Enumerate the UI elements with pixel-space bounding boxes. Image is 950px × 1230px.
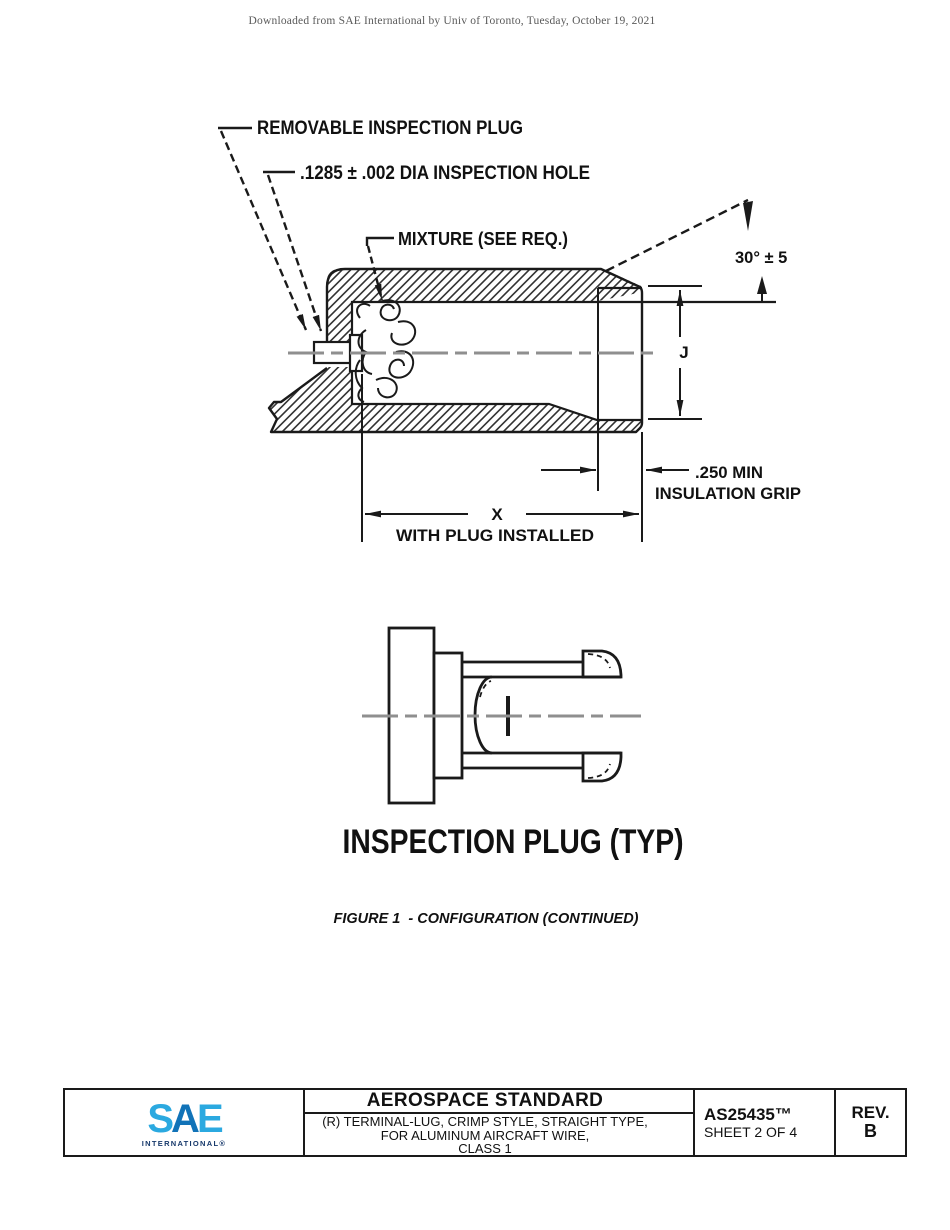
- dim-x-text: X: [491, 505, 503, 524]
- standard-title-cell: AEROSPACE STANDARD (R) TERMINAL-LUG, CRI…: [303, 1090, 693, 1155]
- sae-logo: SAE INTERNATIONAL®: [142, 1097, 226, 1148]
- revision-value: B: [864, 1121, 877, 1141]
- logo-letter-a: A: [171, 1097, 199, 1141]
- standard-title: (R) TERMINAL-LUG, CRIMP STYLE, STRAIGHT …: [305, 1114, 693, 1155]
- logo-cell: SAE INTERNATIONAL®: [65, 1090, 303, 1155]
- revision-label: REV.: [851, 1103, 890, 1122]
- bore-lower-edge: [350, 367, 642, 422]
- download-watermark: Downloaded from SAE International by Uni…: [248, 15, 656, 27]
- standard-type-text: AEROSPACE STANDARD: [366, 1090, 604, 1111]
- callout-mixture: MIXTURE (SEE REQ.): [398, 229, 568, 249]
- standard-type-heading: AEROSPACE STANDARD: [305, 1090, 693, 1114]
- leader-lines: [218, 126, 394, 332]
- angle-sloped-line: [605, 198, 749, 273]
- dim-insulation-value-text: .250 MIN: [695, 463, 763, 482]
- figure1-drawing: REMOVABLE INSPECTION PLUG .1285 ± .002 D…: [218, 118, 801, 861]
- mixture-leader: [366, 245, 384, 301]
- logo-letter-e: E: [197, 1097, 223, 1141]
- sae-logo-text: SAE: [147, 1097, 223, 1141]
- standard-title-line: FOR ALUMINUM AIRCRAFT WIRE,: [380, 1127, 590, 1143]
- revision-cell: REV. B: [834, 1090, 905, 1155]
- dimension-lines: [361, 285, 702, 542]
- title-block: SAE INTERNATIONAL® AEROSPACE STANDARD (R…: [63, 1088, 907, 1157]
- callout-removable-plug: REMOVABLE INSPECTION PLUG: [257, 118, 523, 139]
- mixture-scribble: [354, 299, 417, 403]
- terminal-lug-section: [267, 267, 776, 491]
- subfigure-title: INSPECTION PLUG (TYP): [343, 823, 684, 861]
- document-number-cell: AS25435™ SHEET 2 OF 4: [693, 1090, 834, 1155]
- bottom-prong-tip: [581, 751, 623, 783]
- sheet-info: SHEET 2 OF 4: [704, 1123, 798, 1140]
- dim-j-text: J: [679, 343, 688, 362]
- document-number: AS25435™: [704, 1104, 792, 1124]
- standard-title-line: CLASS 1: [458, 1141, 512, 1155]
- logo-subtext: INTERNATIONAL®: [142, 1139, 226, 1148]
- mixture-leader-elbow: [365, 236, 394, 246]
- removable-plug-leader: [219, 130, 308, 331]
- body-outline: [267, 267, 644, 434]
- bottom-wall-hatch: [269, 367, 643, 432]
- figure-caption: FIGURE 1 - CONFIGURATION (CONTINUED): [333, 911, 639, 927]
- angle-arrow-up: [757, 276, 767, 294]
- dim-x-note-text: WITH PLUG INSTALLED: [396, 526, 594, 545]
- callout-inspection-hole: .1285 ± .002 DIA INSPECTION HOLE: [300, 163, 590, 184]
- top-prong-tip: [581, 649, 623, 679]
- standard-title-line: (R) TERMINAL-LUG, CRIMP STYLE, STRAIGHT …: [322, 1114, 648, 1129]
- hidden-line-arcs: [479, 653, 611, 779]
- dim-angle-text: 30° ± 5: [735, 249, 787, 267]
- angle-dimension: [605, 198, 767, 301]
- top-wall-hatch: [326, 268, 643, 341]
- logo-letter-s: S: [147, 1097, 173, 1141]
- inspection-hole-leader: [266, 174, 323, 332]
- bore-upper-edge: [350, 300, 776, 341]
- dim-insulation-label-text: INSULATION GRIP: [655, 484, 801, 503]
- angle-arrow-down: [743, 201, 753, 231]
